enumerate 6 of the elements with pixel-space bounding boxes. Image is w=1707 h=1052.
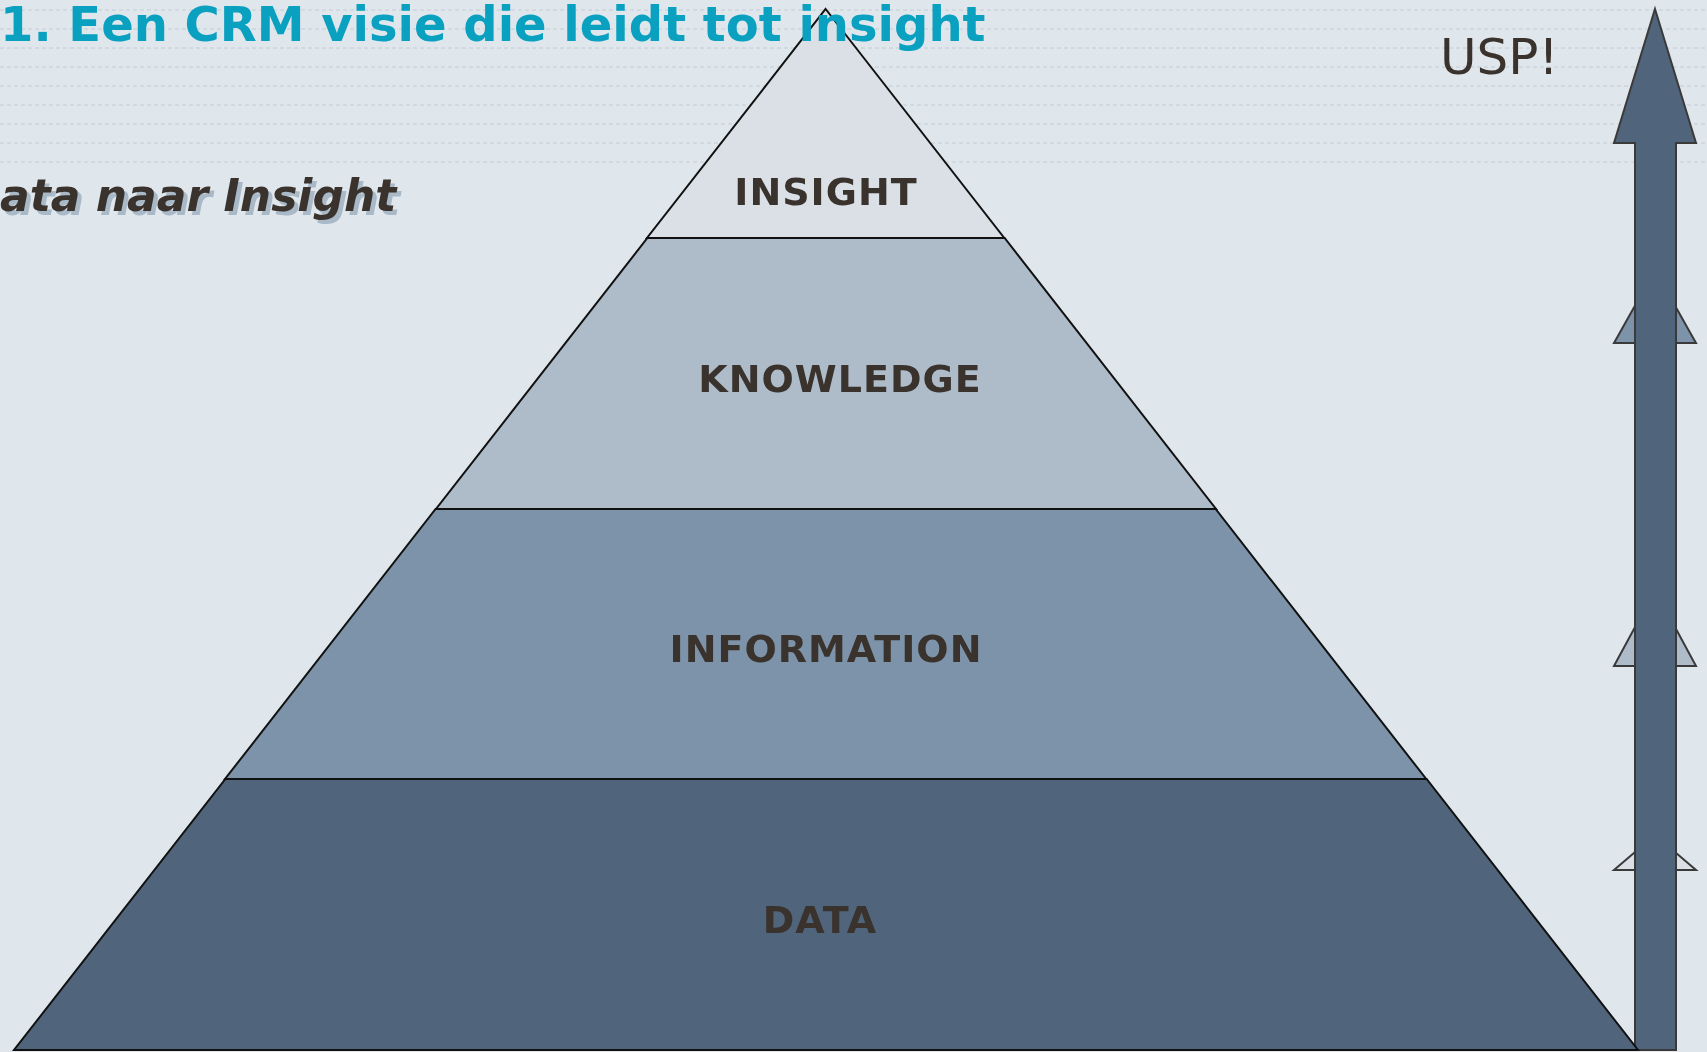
usp-label: USP! xyxy=(1440,28,1559,86)
layer-label: INSIGHT xyxy=(734,170,918,215)
layer-label: KNOWLEDGE xyxy=(698,356,982,401)
layer-label: DATA xyxy=(762,897,878,942)
layer-label: INFORMATION xyxy=(669,627,983,672)
subtitle: ata naar Insight xyxy=(0,170,397,221)
